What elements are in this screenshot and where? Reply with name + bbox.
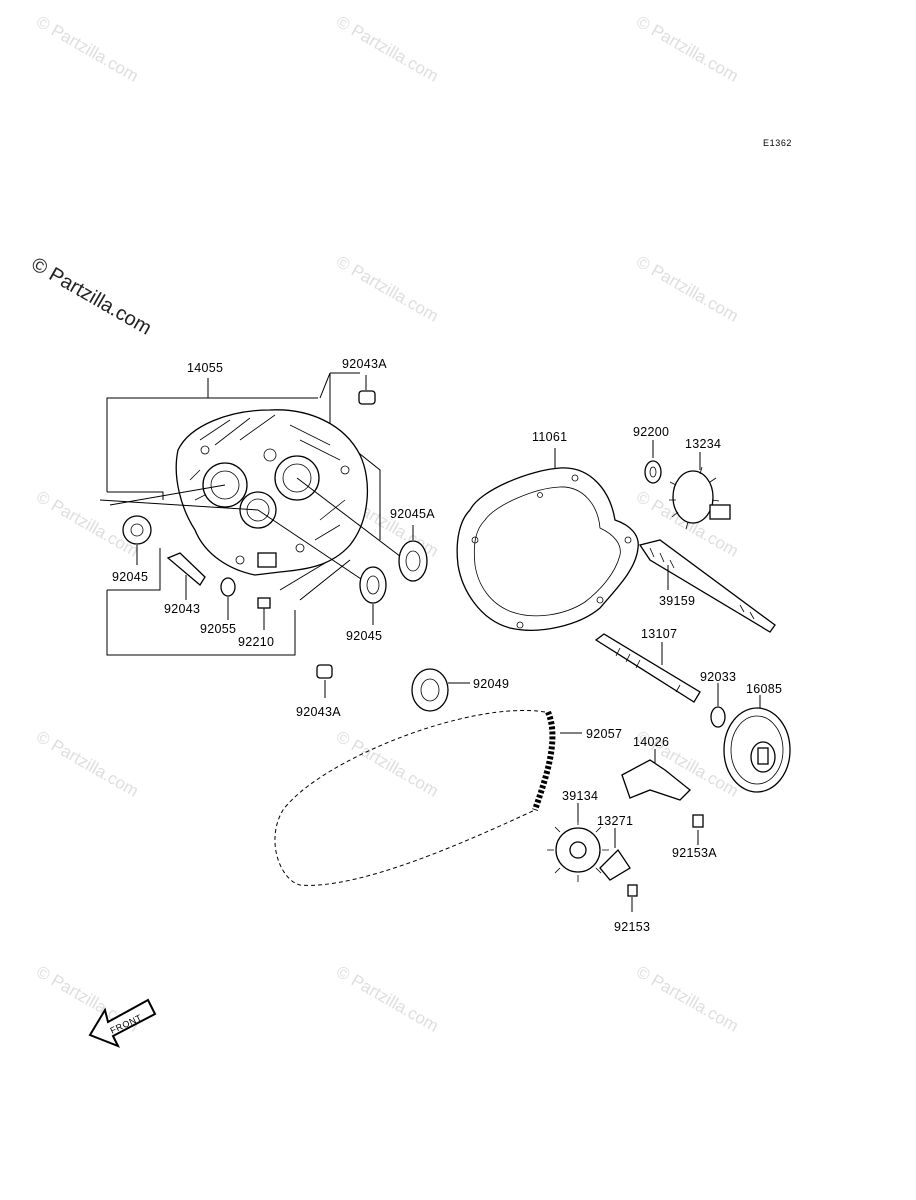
label-39159: 39159 [659,594,695,608]
label-13234: 13234 [685,437,721,451]
watermark: © Partzilla.com [33,12,142,86]
part-92033-washer[interactable] [710,706,726,728]
part-92043-bolt[interactable] [166,552,206,586]
label-92043A-bottom: 92043A [296,705,341,719]
part-92049-seal[interactable] [411,668,449,712]
label-92043A-top: 92043A [342,357,387,371]
part-13234-gear[interactable] [672,470,714,524]
label-92210: 92210 [238,635,274,649]
part-92153-bolt[interactable] [627,884,638,897]
label-92045A: 92045A [390,507,435,521]
watermark: © Partzilla.com [633,962,742,1036]
part-13107-shaft[interactable] [594,633,701,703]
watermark: © Partzilla.com [33,727,142,801]
part-39159-shaft[interactable] [638,539,776,633]
watermark: © Partzilla.com [333,962,442,1036]
label-39134: 39134 [562,789,598,803]
watermark-main: © Partzilla.com [28,253,156,339]
label-16085: 16085 [746,682,782,696]
watermark: © Partzilla.com [333,252,442,326]
part-labels: 14055 92043A 92045 92043 92055 92210 920… [112,357,782,934]
label-92049: 92049 [473,677,509,691]
front-arrow-icon [88,998,157,1048]
case-group [99,372,428,698]
label-92153: 92153 [614,920,650,934]
part-92057-chain[interactable] [274,710,546,886]
label-14055: 14055 [187,361,223,375]
drive-group [274,440,791,912]
label-92153A: 92153A [672,846,717,860]
part-92045-bearing-left[interactable] [122,515,152,545]
label-11061: 11061 [532,430,567,444]
label-92045-mid: 92045 [346,629,382,643]
part-13271-plate[interactable] [599,848,631,881]
watermark: © Partzilla.com [633,12,742,86]
label-92200: 92200 [633,425,669,439]
part-11061-gasket[interactable] [456,467,639,631]
label-92057: 92057 [586,727,622,741]
watermark: © Partzilla.com [333,12,442,86]
label-13271: 13271 [597,814,633,828]
gasket-group [456,448,639,631]
label-14026: 14026 [633,735,669,749]
diagram-code: E1362 [763,138,792,148]
part-92055-seal[interactable] [220,577,236,597]
watermark: © Partzilla.com [333,727,442,801]
crankcase-cover [175,409,369,576]
label-92045-left: 92045 [112,570,148,584]
label-13107: 13107 [641,627,677,641]
label-92043: 92043 [164,602,200,616]
part-92210-nut[interactable] [257,597,271,609]
part-14026-guide[interactable] [621,759,691,801]
part-92045A-bearing[interactable] [398,540,428,582]
watermark: © Partzilla.com [633,252,742,326]
part-92043A-dowel-bottom[interactable] [316,664,333,679]
label-92055: 92055 [200,622,236,636]
label-92033: 92033 [700,670,736,684]
part-92043A-dowel-top[interactable] [358,390,376,405]
part-92153A-bolt[interactable] [692,814,704,828]
part-92200-washer[interactable] [644,460,662,484]
part-92045-bearing-mid[interactable] [359,566,387,604]
